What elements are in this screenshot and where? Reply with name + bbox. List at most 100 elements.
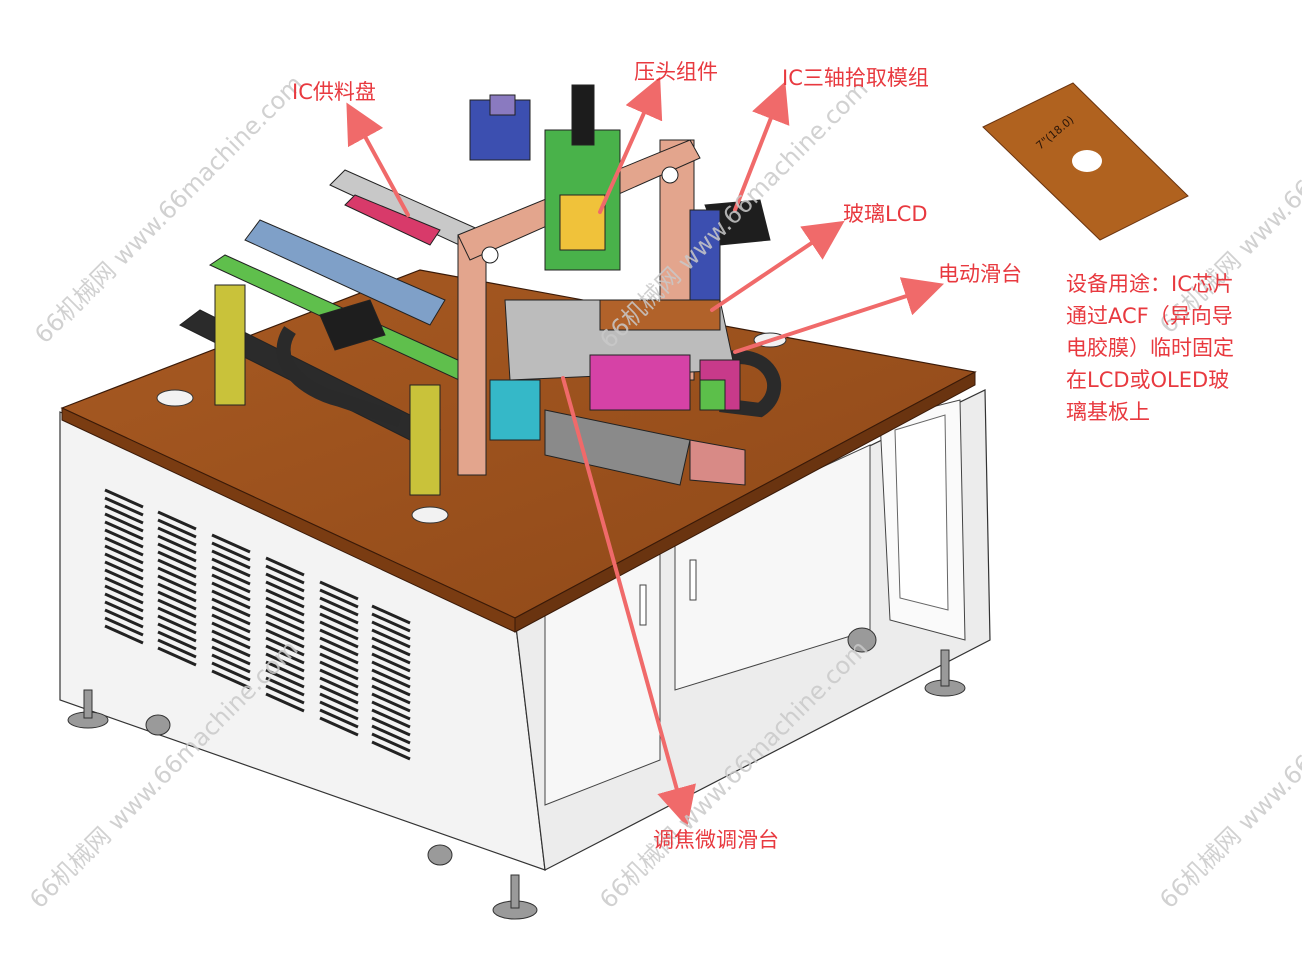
vent-slat	[265, 644, 305, 665]
vent-slat	[157, 542, 197, 563]
vent-slat	[371, 700, 411, 721]
vent-slat	[157, 630, 197, 651]
vent-slat	[265, 668, 305, 689]
vent-slat	[319, 692, 359, 713]
vent-slat	[265, 588, 305, 609]
vent-slat	[319, 588, 359, 609]
vent-slat	[371, 668, 411, 689]
vent-slat	[371, 660, 411, 681]
arrow-electric-slide	[733, 277, 945, 354]
cabinet	[59, 389, 991, 920]
leveling-feet	[67, 627, 966, 920]
vent-slat	[319, 684, 359, 705]
vent-slat	[265, 652, 305, 673]
label-electric-slide: 电动滑台	[938, 262, 1022, 286]
vent-slat	[371, 652, 411, 673]
vent-slat	[211, 581, 251, 602]
vent-slat	[104, 560, 144, 581]
vent-slat	[211, 629, 251, 650]
vent-slat	[265, 628, 305, 649]
vent-slat	[319, 716, 359, 737]
vent-slat	[211, 621, 251, 642]
vent-slat	[211, 541, 251, 562]
usage-note-line: 璃基板上	[1066, 400, 1150, 424]
vent-slat	[371, 692, 411, 713]
vent-slat	[371, 716, 411, 737]
vent-slat	[319, 676, 359, 697]
ic-film-sample: 7"(18.0)	[982, 82, 1189, 241]
vent-slat	[104, 528, 144, 549]
vent-slat	[104, 608, 144, 629]
vent-slat	[265, 604, 305, 625]
vent-slat	[265, 596, 305, 617]
vent-slat	[211, 669, 251, 690]
vent-slat	[104, 576, 144, 597]
annotation-arrows	[346, 76, 945, 828]
usage-note-line: 电胶膜）临时固定	[1066, 336, 1234, 360]
vent-slat	[371, 628, 411, 649]
arrow-ic-tray	[346, 102, 410, 217]
vent-slat	[157, 622, 197, 643]
vent-slat	[211, 589, 251, 610]
usage-note: 设备用途：IC芯片 通过ACF（异向导 电胶膜）临时固定 在LCD或OLED玻 …	[1066, 268, 1281, 428]
vent-slat	[371, 612, 411, 633]
vent-slat	[211, 557, 251, 578]
vent-slat	[265, 564, 305, 585]
vent-slat	[104, 592, 144, 613]
vent-slat	[319, 652, 359, 673]
label-ic-pick: IC三轴拾取模组	[782, 66, 929, 90]
machine-modules	[179, 84, 782, 496]
vent-slat	[104, 520, 144, 541]
vent-slat	[157, 590, 197, 611]
vent-slat	[211, 637, 251, 658]
vent-slat	[157, 638, 197, 659]
vent-grilles	[104, 488, 411, 761]
vent-slat	[211, 653, 251, 674]
vent-slat	[319, 644, 359, 665]
vent-slat	[157, 550, 197, 571]
vent-slat	[157, 598, 197, 619]
vent-slat	[104, 624, 144, 645]
vent-slat	[104, 616, 144, 637]
vent-slat	[319, 620, 359, 641]
vent-slat	[211, 549, 251, 570]
vent-slat	[157, 606, 197, 627]
vent-slat	[157, 614, 197, 635]
vent-slat	[104, 512, 144, 533]
label-ic-tray: IC供料盘	[292, 80, 376, 104]
vent-slat	[371, 684, 411, 705]
vent-slat	[157, 518, 197, 539]
vent-slat	[211, 661, 251, 682]
vent-slat	[265, 684, 305, 705]
vent-slat	[371, 724, 411, 745]
vent-slat	[104, 544, 144, 565]
vent-slat	[319, 708, 359, 729]
vent-slat	[265, 636, 305, 657]
vent-slat	[157, 510, 197, 531]
vent-slat	[104, 552, 144, 573]
arrow-glass-lcd	[710, 220, 845, 312]
vent-slat	[319, 636, 359, 657]
vent-slat	[211, 645, 251, 666]
label-press-head: 压头组件	[634, 60, 718, 84]
vent-slat	[104, 496, 144, 517]
arrow-focus-slide	[561, 376, 696, 828]
vent-slat	[265, 692, 305, 713]
vent-slat	[211, 573, 251, 594]
vent-slat	[104, 568, 144, 589]
arrow-press-head	[598, 76, 663, 214]
vent-slat	[371, 636, 411, 657]
vent-slat	[319, 612, 359, 633]
vent-slat	[157, 558, 197, 579]
vent-slat	[265, 556, 305, 577]
vent-slat	[104, 584, 144, 605]
label-glass-lcd: 玻璃LCD	[843, 202, 928, 226]
vent-slat	[265, 580, 305, 601]
vent-slat	[265, 612, 305, 633]
vent-slat	[211, 565, 251, 586]
vent-slat	[319, 700, 359, 721]
vent-slat	[104, 600, 144, 621]
usage-note-line: 在LCD或OLED玻	[1066, 368, 1230, 392]
